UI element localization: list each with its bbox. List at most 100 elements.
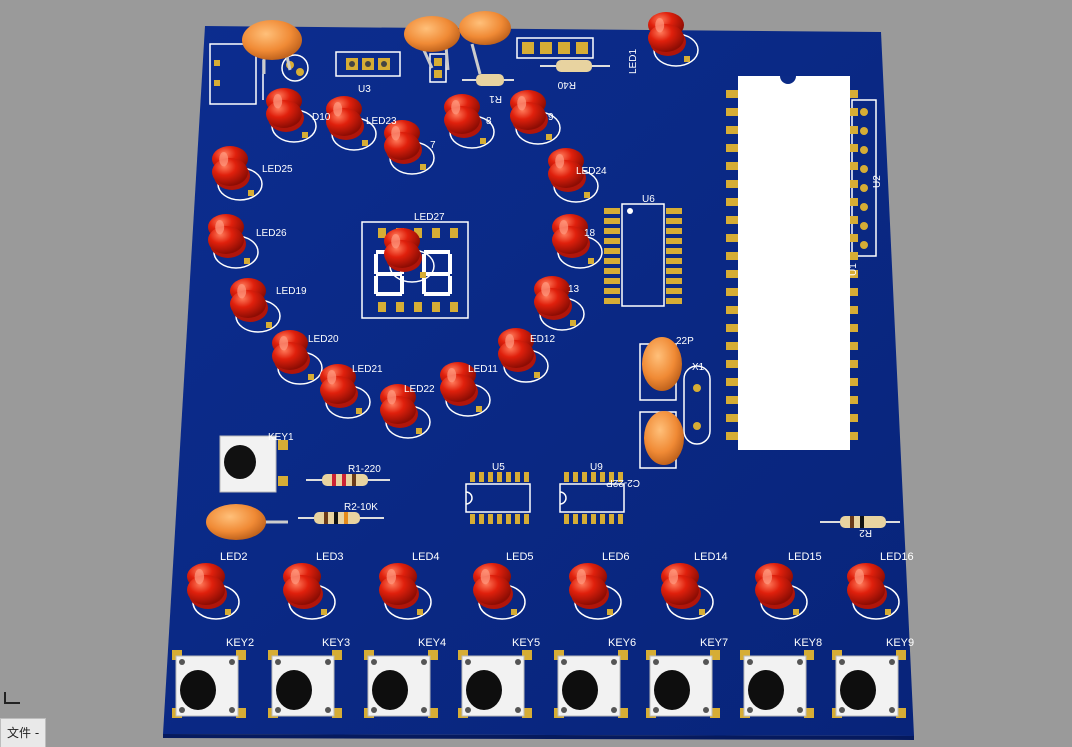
- u2-pin: [860, 184, 868, 192]
- label-r2: R2: [859, 527, 872, 538]
- u1-pin: [726, 162, 738, 170]
- tact-switch: [740, 650, 814, 718]
- dip-pin: [524, 472, 529, 482]
- tact-switch: [364, 650, 438, 718]
- label-led6: LED6: [602, 551, 630, 563]
- dip-pin: [618, 472, 623, 482]
- dip-pin: [524, 514, 529, 524]
- ceramic-capacitor: [242, 20, 302, 74]
- u6-pin: [666, 288, 682, 294]
- label-u9: U9: [590, 462, 603, 473]
- dip-pin: [497, 514, 502, 524]
- led: [552, 214, 603, 269]
- label-key9: KEY9: [886, 637, 914, 649]
- led: [548, 148, 599, 203]
- u1-pin: [850, 126, 858, 134]
- label-led7: 7: [430, 140, 436, 151]
- u1-pin: [850, 396, 858, 404]
- tact-switch: [554, 650, 628, 718]
- dip-pin: [591, 514, 596, 524]
- tact-switch: [832, 650, 906, 718]
- led: [648, 12, 699, 67]
- u1-pin: [850, 288, 858, 296]
- u1-pin: [726, 90, 738, 98]
- label-led13: 13: [568, 284, 580, 295]
- u2-pin: [860, 222, 868, 230]
- label-led15: LED15: [788, 551, 822, 563]
- u6-pin: [604, 298, 620, 304]
- dip-pin: [609, 472, 614, 482]
- dip-pin: [600, 514, 605, 524]
- u1-pin: [850, 306, 858, 314]
- tact-switch: [646, 650, 720, 718]
- u1-pin: [726, 126, 738, 134]
- display-pin: [432, 228, 440, 238]
- resistor-r2-10k: [298, 512, 384, 524]
- u1-pin: [850, 378, 858, 386]
- u6-pin: [604, 208, 620, 214]
- u6-pin: [604, 258, 620, 264]
- label-led20: LED20: [308, 334, 339, 345]
- label-led12: ED12: [530, 334, 555, 345]
- led: [755, 563, 808, 620]
- u1-pin: [850, 216, 858, 224]
- u6-pin: [604, 218, 620, 224]
- dip-pin: [582, 514, 587, 524]
- label-led2: LED2: [220, 551, 248, 563]
- dip-pin: [591, 472, 596, 482]
- dip-pin: [470, 514, 475, 524]
- u1-pin: [850, 144, 858, 152]
- label-u3: U3: [358, 84, 371, 95]
- dip-pin: [573, 472, 578, 482]
- u1-pin: [726, 414, 738, 422]
- u1-pin: [726, 180, 738, 188]
- u6-pin: [604, 228, 620, 234]
- dip-pin: [582, 472, 587, 482]
- label-x1: X1: [692, 362, 705, 373]
- led: [384, 120, 435, 175]
- label-led5: LED5: [506, 551, 534, 563]
- u6-pin: [604, 238, 620, 244]
- label-key3: KEY3: [322, 637, 350, 649]
- dip-pin: [506, 472, 511, 482]
- display-pin: [378, 228, 386, 238]
- u6-pin: [666, 248, 682, 254]
- label-cap-22p: 22P: [676, 336, 694, 347]
- label-led27: LED27: [414, 212, 445, 223]
- label-led24: LED24: [576, 166, 607, 177]
- u1-pin: [726, 432, 738, 440]
- u1-pin: [850, 414, 858, 422]
- label-r2-10k: R2-10K: [344, 502, 378, 513]
- u1-pin: [726, 234, 738, 242]
- label-led18: 18: [584, 228, 596, 239]
- u1-pin: [726, 198, 738, 206]
- led: [444, 94, 495, 149]
- u1-pin: [726, 324, 738, 332]
- file-menu-label: 文件 -: [7, 726, 40, 740]
- u6-pin: [666, 238, 682, 244]
- led: [510, 90, 561, 145]
- display-pin: [450, 302, 458, 312]
- label-led11: LED11: [468, 364, 498, 375]
- u6-pin: [666, 298, 682, 304]
- ceramic-capacitor: [459, 11, 511, 75]
- u1-pin: [850, 198, 858, 206]
- led: [473, 563, 526, 620]
- u6-pin: [666, 228, 682, 234]
- file-menu-tab[interactable]: 文件 -: [0, 718, 47, 747]
- viewport-corner-icon: [4, 692, 20, 704]
- u6-pin: [604, 268, 620, 274]
- microcontroller-u1: [738, 76, 850, 450]
- dip-pin: [515, 472, 520, 482]
- u1-pin: [726, 144, 738, 152]
- led: [380, 384, 431, 439]
- u1-pin: [726, 108, 738, 116]
- led: [384, 228, 435, 283]
- label-led26: LED26: [256, 228, 287, 239]
- label-key1: KEY1: [268, 432, 294, 443]
- led: [534, 276, 585, 331]
- label-led21: LED21: [352, 364, 383, 375]
- u1-pin: [850, 342, 858, 350]
